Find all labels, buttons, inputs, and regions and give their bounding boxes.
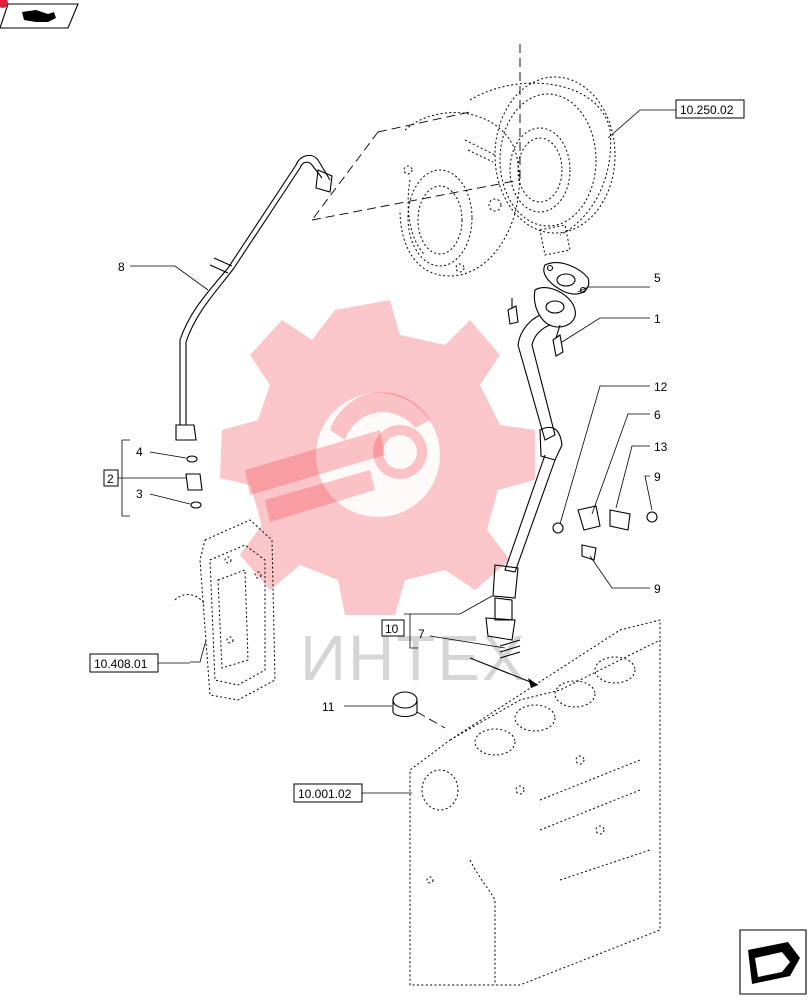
item-4-label: 4 (136, 445, 143, 459)
oil-feed-pipe (175, 154, 333, 441)
item-13-label: 13 (654, 440, 668, 454)
turbocharger-drawing (311, 44, 616, 277)
item-9b-label: 9 (654, 582, 661, 596)
seals-7 (499, 639, 521, 659)
engine-block (409, 619, 661, 986)
item-8-label: 8 (118, 260, 125, 274)
item-12-label: 12 (654, 380, 668, 394)
watermark-text: ИНТЕХ (300, 622, 527, 694)
item-2-box (103, 469, 119, 487)
arrow-to-block (469, 657, 539, 688)
next-page-arrow-icon[interactable] (739, 929, 807, 995)
item-3-label: 3 (136, 487, 143, 501)
bolt-1 (552, 324, 564, 357)
plug-11 (392, 691, 446, 729)
item-2-label: 2 (107, 472, 114, 486)
item-7-label: 7 (418, 627, 425, 641)
ref-box-cover[interactable]: 10.408.01 (89, 653, 190, 673)
cover-plate (174, 519, 276, 701)
item-9a-label: 9 (654, 470, 661, 484)
ref-cover-label: 10.408.01 (94, 657, 148, 671)
ref-box-block[interactable]: 10.001.02 (293, 783, 363, 803)
item-11-label: 11 (322, 700, 335, 714)
ref-turbo-label: 10.250.02 (680, 103, 734, 117)
leader-lines (118, 109, 676, 794)
item-6-label: 6 (654, 408, 661, 422)
clamp-parts (552, 505, 658, 561)
oil-drain-pipe (485, 287, 576, 641)
gasket-5 (543, 262, 590, 295)
fitting-2 (185, 455, 203, 509)
item-10-box (381, 619, 405, 637)
item-10-label: 10 (385, 622, 399, 636)
item-5-label: 5 (654, 271, 661, 285)
item-1-label: 1 (654, 312, 661, 326)
bolt-upper (507, 298, 519, 325)
ref-block-label: 10.001.02 (298, 787, 352, 801)
book-arrow-icon[interactable] (0, 0, 79, 29)
ref-box-turbo[interactable]: 10.250.02 (675, 99, 745, 119)
